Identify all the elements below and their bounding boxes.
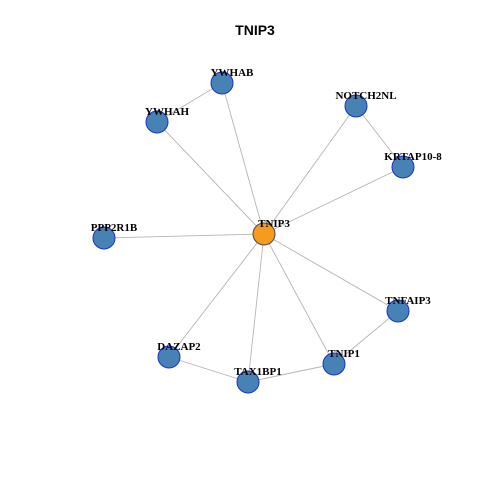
node-label-tnfaip3: TNFAIP3 <box>385 295 431 307</box>
node-label-ywhab: YWHAB <box>211 67 254 79</box>
node-notch2nl <box>344 94 368 118</box>
node-layer <box>92 71 415 394</box>
edge-tnip3-tax1bp1 <box>247 233 265 383</box>
node-label-tax1bp1: TAX1BP1 <box>234 366 281 378</box>
edge-ywhab-ywhah <box>156 82 223 123</box>
node-label-dazap2: DAZAP2 <box>157 341 201 353</box>
node-tax1bp1 <box>236 370 260 394</box>
node-label-ppp2r1b: PPP2R1B <box>91 222 138 234</box>
edge-tnip3-tnip1 <box>263 233 335 365</box>
node-label-notch2nl: NOTCH2NL <box>335 90 396 102</box>
edge-tnip3-ywhab <box>221 82 265 235</box>
edge-tnip3-ppp2r1b <box>103 233 265 239</box>
node-ywhab <box>210 71 234 95</box>
node-tnfaip3 <box>386 299 410 323</box>
edge-tnip3-tnfaip3 <box>263 233 399 312</box>
node-label-tnip1: TNIP1 <box>328 348 360 360</box>
node-label-tnip3: TNIP3 <box>258 218 290 230</box>
edge-dazap2-tax1bp1 <box>168 356 249 383</box>
node-tnip1 <box>322 352 346 376</box>
edge-notch2nl-krtap10-8 <box>355 105 404 168</box>
node-ywhah <box>145 110 169 134</box>
node-dazap2 <box>157 345 181 369</box>
edge-tnip1-tnfaip3 <box>333 310 399 365</box>
edge-tnip3-krtap10-8 <box>263 166 404 235</box>
edge-tax1bp1-tnip1 <box>247 363 335 383</box>
graph-title: TNIP3 <box>235 22 275 38</box>
edge-tnip3-ywhah <box>156 121 265 235</box>
edge-tnip3-dazap2 <box>168 233 265 358</box>
edge-layer <box>103 82 404 383</box>
node-label-ywhah: YWHAH <box>145 106 189 118</box>
node-krtap10-8 <box>391 155 415 179</box>
edge-tnip3-notch2nl <box>263 105 357 235</box>
node-label-krtap10-8: KRTAP10-8 <box>384 151 442 163</box>
node-ppp2r1b <box>92 226 116 250</box>
node-tnip3 <box>252 222 276 246</box>
